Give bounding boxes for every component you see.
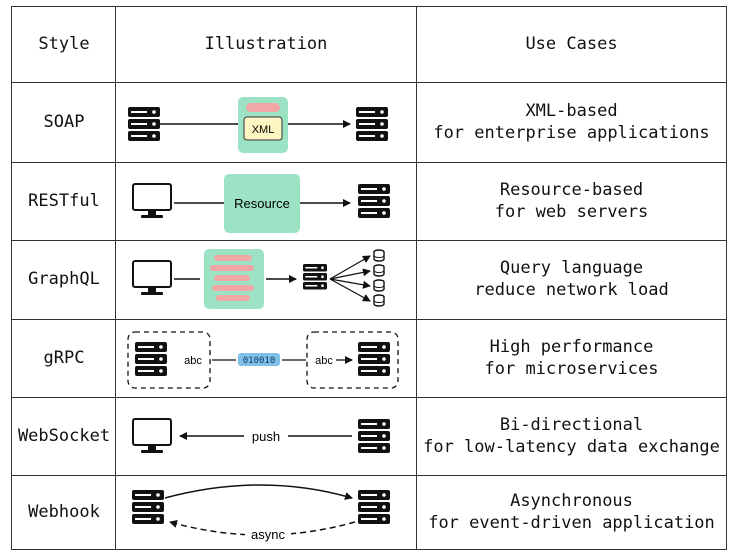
row-divider bbox=[12, 82, 726, 83]
websocket-illustration: push bbox=[132, 418, 390, 454]
server-icon bbox=[358, 419, 390, 453]
row-divider bbox=[12, 162, 726, 163]
database-icon bbox=[373, 264, 385, 277]
database-icon bbox=[373, 249, 385, 262]
grpc-illustration: abc 010010 abc bbox=[127, 331, 399, 389]
soap-illustration: XML bbox=[128, 97, 388, 153]
async-label: async bbox=[251, 527, 285, 542]
monitor-icon bbox=[132, 418, 172, 454]
server-icon bbox=[358, 184, 390, 218]
server-icon bbox=[303, 264, 327, 290]
server-icon bbox=[135, 342, 167, 376]
monitor-icon bbox=[132, 183, 172, 219]
comparison-table bbox=[11, 6, 727, 550]
database-icon bbox=[373, 279, 385, 292]
resource-label: Resource bbox=[234, 196, 290, 211]
style-websocket: WebSocket bbox=[17, 425, 111, 446]
use-case-websocket: Bi-directional for low-latency data exch… bbox=[423, 414, 720, 457]
database-icon bbox=[373, 294, 385, 307]
row-divider bbox=[12, 240, 726, 241]
row-divider bbox=[12, 475, 726, 476]
header-style: Style bbox=[38, 34, 90, 54]
use-case-soap: XML-based for enterprise applications bbox=[433, 100, 710, 143]
style-restful: RESTful bbox=[28, 190, 100, 211]
push-label: push bbox=[252, 429, 280, 444]
server-icon bbox=[358, 342, 390, 376]
graphql-illustration bbox=[132, 249, 385, 309]
column-divider bbox=[115, 7, 116, 549]
column-divider bbox=[416, 7, 417, 549]
grpc-left-label: abc bbox=[184, 355, 202, 367]
restful-illustration: Resource bbox=[132, 174, 390, 233]
server-icon bbox=[132, 490, 164, 524]
binary-label: 010010 bbox=[243, 356, 276, 366]
style-soap: SOAP bbox=[43, 111, 85, 132]
use-case-webhook: Asynchronous for event-driven applicatio… bbox=[428, 491, 715, 533]
use-case-grpc: High performance for microservices bbox=[484, 336, 659, 379]
grpc-right-label: abc bbox=[315, 355, 333, 367]
row-divider bbox=[12, 397, 726, 398]
server-icon bbox=[128, 107, 160, 141]
header-illustration: Illustration bbox=[204, 34, 328, 54]
use-case-restful: Resource-based for web servers bbox=[494, 179, 649, 222]
header-use-cases: Use Cases bbox=[525, 34, 618, 54]
monitor-icon bbox=[132, 260, 172, 296]
use-case-graphql: Query language reduce network load bbox=[474, 258, 669, 300]
xml-label: XML bbox=[252, 124, 275, 136]
row-divider bbox=[12, 319, 726, 320]
server-icon bbox=[358, 490, 390, 524]
webhook-illustration: async bbox=[132, 484, 390, 542]
style-graphql: GraphQL bbox=[28, 269, 100, 289]
style-grpc: gRPC bbox=[43, 347, 85, 368]
server-icon bbox=[356, 107, 388, 141]
style-webhook: Webhook bbox=[28, 502, 100, 522]
